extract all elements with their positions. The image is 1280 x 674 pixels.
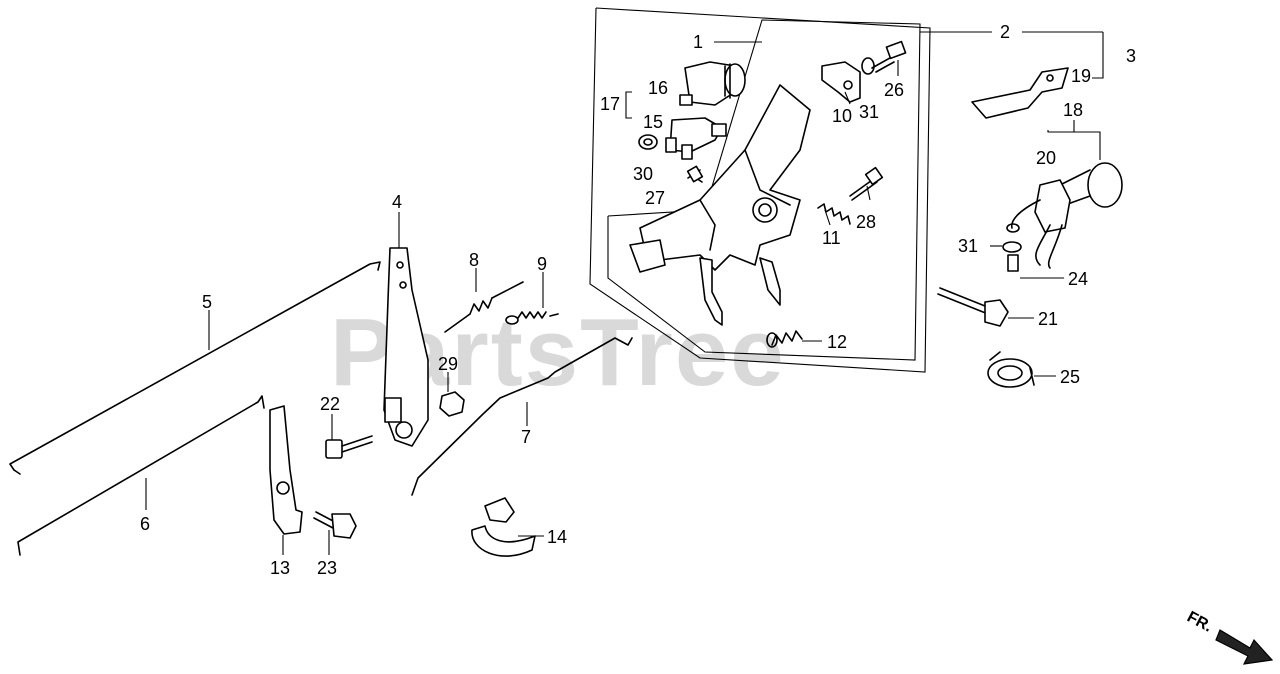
spring-11 (817, 203, 851, 225)
label-2: 2 (1000, 22, 1010, 42)
direction-label: FR. (1184, 609, 1215, 636)
label-22: 22 (320, 394, 340, 414)
label-3: 3 (1126, 46, 1136, 66)
washer-30 (638, 134, 658, 150)
washer-31-harness (1002, 241, 1022, 253)
label-20: 20 (1036, 148, 1056, 168)
label-4: 4 (392, 192, 402, 212)
label-17: 17 (600, 94, 620, 114)
bolt-28 (849, 166, 884, 201)
label-31-top: 31 (859, 102, 879, 122)
bolt-23 (313, 511, 357, 539)
wire-harness (1006, 162, 1123, 269)
label-27: 27 (645, 188, 665, 208)
bolt-26 (871, 40, 907, 73)
front-direction-arrow: FR. (1184, 609, 1274, 665)
lever-13 (269, 405, 303, 535)
label-10: 10 (832, 106, 852, 126)
washer-31-top (861, 57, 875, 75)
screw-27 (686, 165, 704, 183)
label-24: 24 (1068, 269, 1088, 289)
label-13: 13 (270, 558, 290, 578)
rod-7 (411, 337, 633, 496)
label-16: 16 (648, 78, 668, 98)
label-30: 30 (633, 164, 653, 184)
plate-19 (971, 67, 1069, 119)
label-25: 25 (1060, 367, 1080, 387)
label-15: 15 (643, 112, 663, 132)
part-labels: 1 2 3 4 5 6 7 8 9 10 11 12 13 14 15 16 1… (140, 22, 1136, 578)
label-19: 19 (1071, 66, 1091, 86)
terminal-connector (665, 117, 727, 160)
label-11: 11 (822, 228, 841, 248)
spring-12 (766, 330, 803, 348)
label-31-harness: 31 (958, 236, 978, 256)
label-7: 7 (521, 427, 531, 447)
label-14: 14 (547, 527, 567, 547)
label-5: 5 (202, 292, 212, 312)
label-9: 9 (537, 254, 547, 274)
label-26: 26 (884, 80, 904, 100)
leader-lines (145, 31, 1104, 555)
assembly-outline (589, 7, 931, 373)
label-8: 8 (469, 250, 479, 270)
pin-22 (325, 435, 373, 459)
rod-6 (17, 395, 265, 556)
bolt-21 (937, 287, 1009, 327)
label-18: 18 (1063, 100, 1083, 120)
bracket-10 (821, 61, 861, 103)
spring-8 (444, 281, 524, 333)
label-28: 28 (856, 212, 876, 232)
label-29: 29 (438, 354, 458, 374)
label-6: 6 (140, 514, 150, 534)
clamp-25 (987, 351, 1035, 388)
label-21: 21 (1038, 309, 1058, 329)
stop-switch (679, 61, 746, 106)
lever-4 (383, 247, 429, 447)
control-base-plate (629, 84, 811, 326)
clip-14 (471, 497, 536, 557)
label-12: 12 (827, 332, 847, 352)
rod-5 (9, 261, 381, 475)
screw-24 (1007, 254, 1019, 272)
nut-29 (439, 391, 465, 417)
label-23: 23 (317, 558, 337, 578)
spring-9 (505, 311, 559, 325)
label-1: 1 (693, 32, 703, 52)
